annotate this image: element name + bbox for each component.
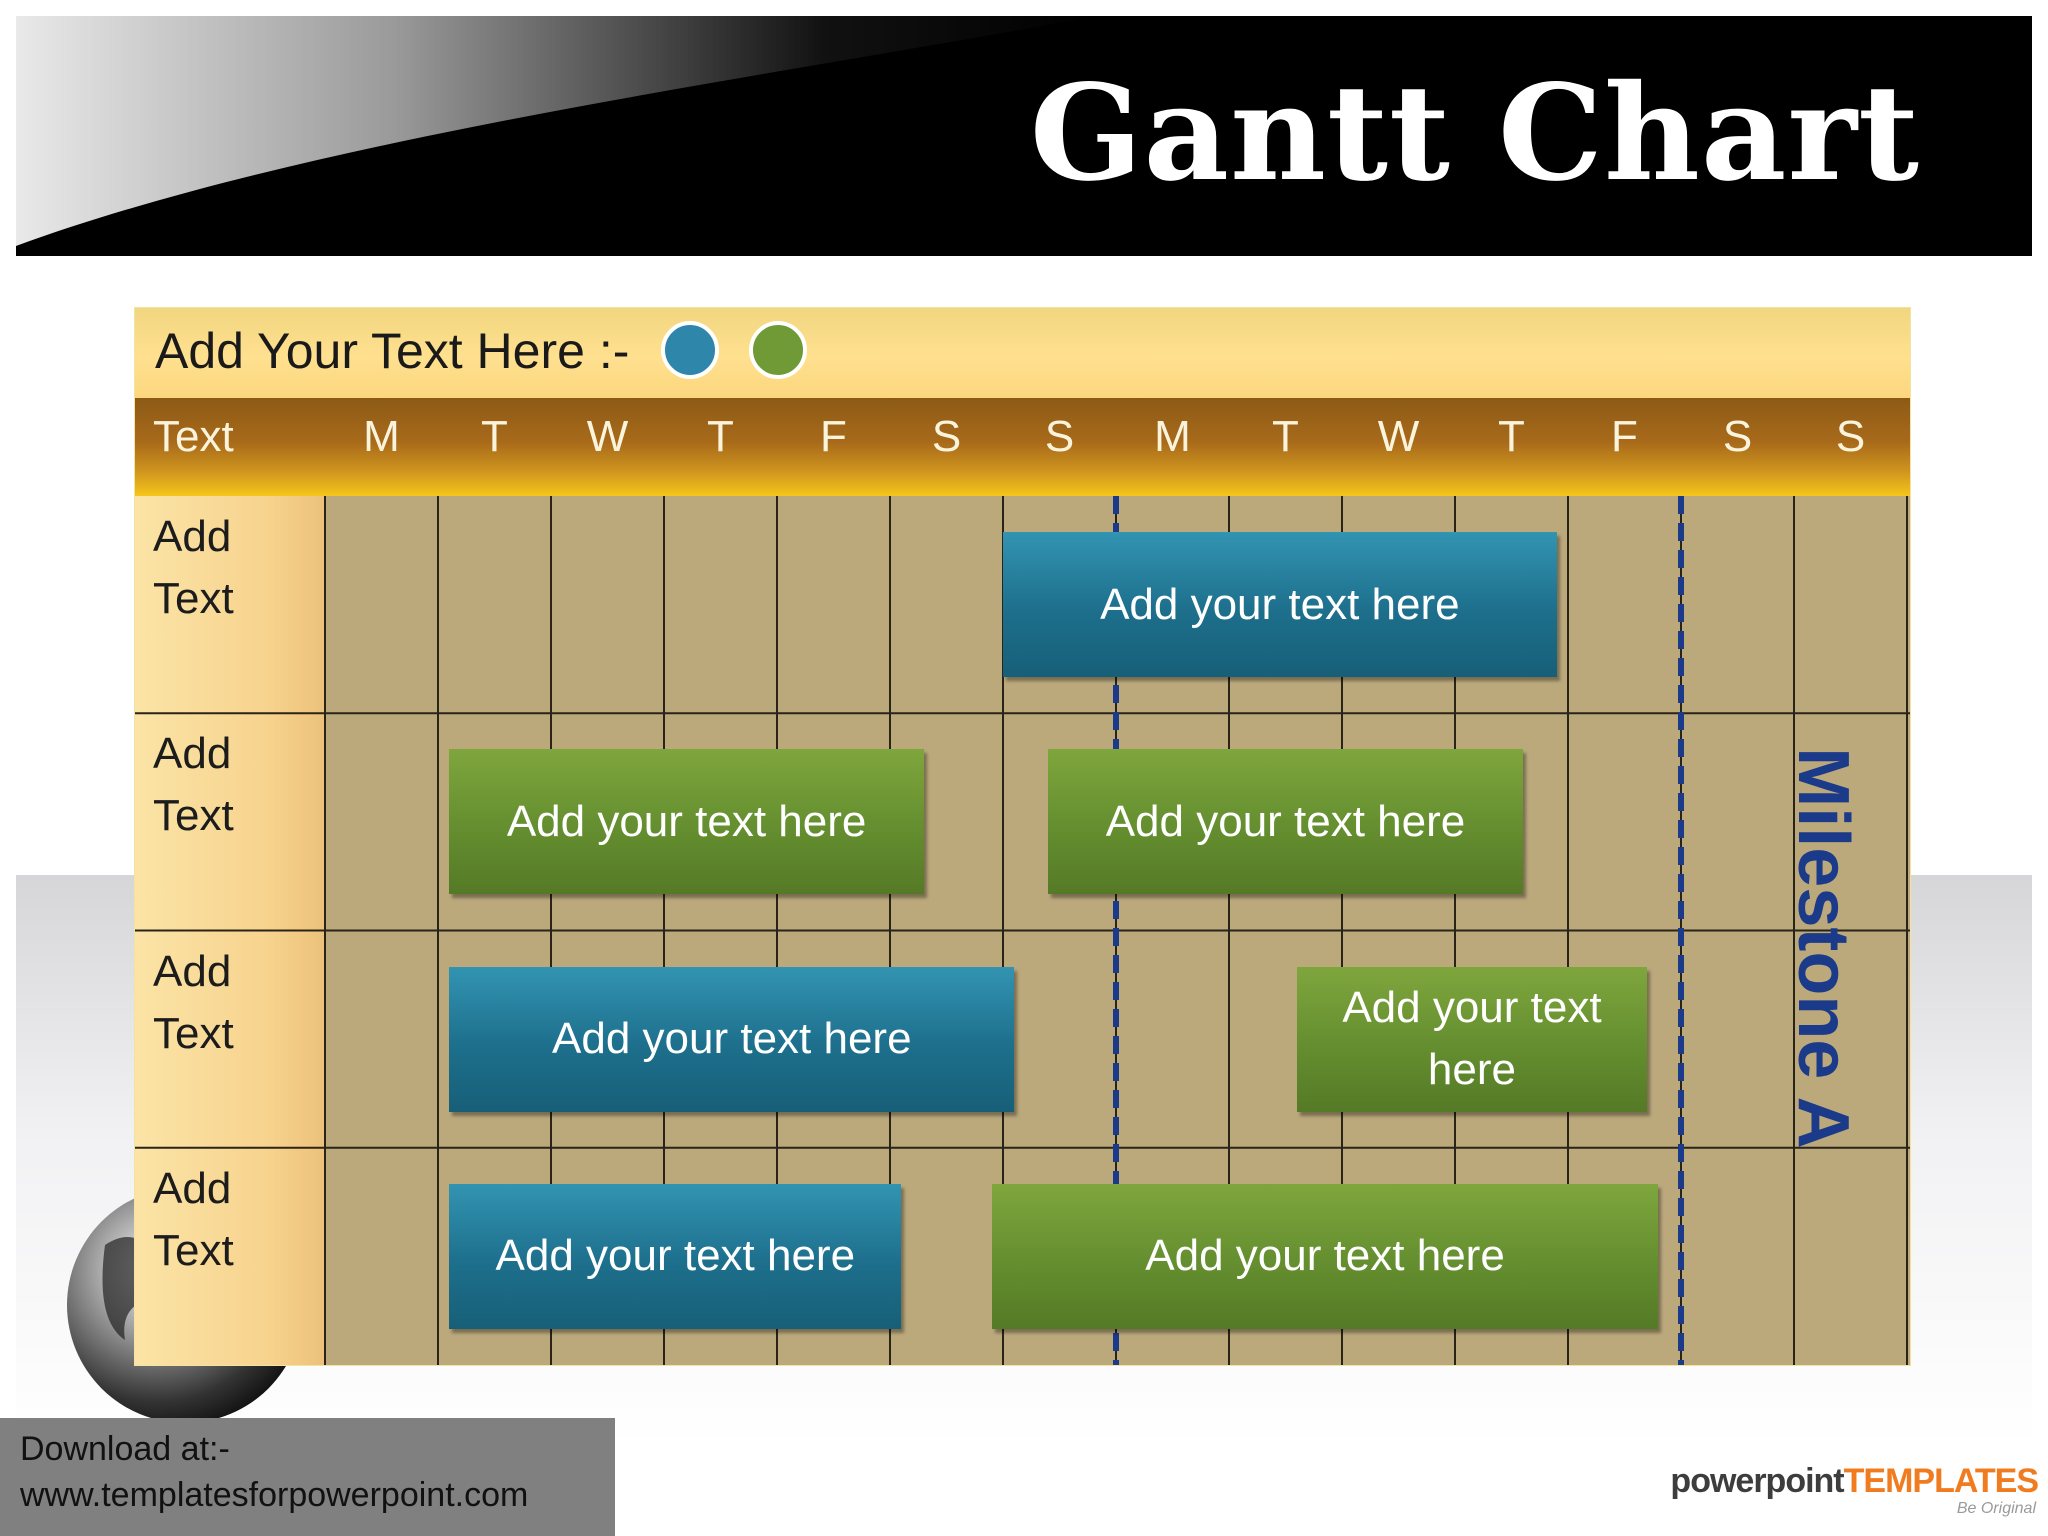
- row-label-2: Add Text: [153, 946, 234, 1058]
- brand-logo-part-b: TEMPLATES: [1843, 1462, 2039, 1500]
- row-label-3: Add Text: [153, 1163, 234, 1275]
- task-bar-0[interactable]: Add your text here: [1003, 532, 1557, 678]
- legend-dot-blue: [661, 321, 720, 379]
- task-bar-2[interactable]: Add your text here: [1048, 749, 1523, 895]
- brand-logo-part-a: powerpoint: [1670, 1462, 1844, 1500]
- day-header-2: W: [586, 412, 629, 461]
- banner-swoosh: [16, 16, 1096, 246]
- days-header: Text M T W T F S S M T W T F S S: [135, 398, 1910, 496]
- day-header-6: S: [1044, 412, 1075, 461]
- day-header-10: T: [1498, 412, 1525, 461]
- download-url[interactable]: www.templatesforpowerpoint.com: [20, 1476, 529, 1514]
- day-header-1: T: [481, 412, 508, 461]
- day-header-4: F: [820, 412, 847, 461]
- brand-tagline: Be Original: [1956, 1500, 2036, 1517]
- task-bar-4[interactable]: Add your text here: [1296, 966, 1648, 1112]
- download-label: Download at:-: [20, 1430, 230, 1468]
- gantt-panel: Add Your Text Here :- Text M T W T F S S M T W T F S…: [135, 308, 1910, 1365]
- row-label-0: Add Text: [153, 512, 234, 623]
- title-banner: Gantt Chart: [16, 16, 2032, 256]
- day-header-13: S: [1835, 412, 1866, 461]
- brand-logo: powerpointTEMPLATES: [1670, 1462, 2039, 1502]
- download-box: Download at:- www.templatesforpowerpoint…: [0, 1418, 615, 1536]
- day-header-0: M: [363, 412, 400, 461]
- legend-text: Add Your Text Here :-: [155, 323, 630, 379]
- day-header-5: S: [931, 412, 962, 461]
- task-bar-6[interactable]: Add your text here: [991, 1183, 1659, 1329]
- day-header-7: M: [1154, 412, 1191, 461]
- day-header-12: S: [1722, 412, 1753, 461]
- legend-bar: Add Your Text Here :-: [135, 308, 1910, 398]
- days-header-label: Text: [153, 412, 234, 461]
- day-header-3: T: [707, 412, 734, 461]
- day-header-11: F: [1611, 412, 1638, 461]
- page-title: Gantt Chart: [1029, 56, 1920, 211]
- day-header-9: W: [1377, 412, 1420, 461]
- row-label-1: Add Text: [153, 729, 234, 841]
- task-bar-3[interactable]: Add your text here: [449, 966, 1015, 1112]
- milestone-label: Milestone A: [1783, 747, 1863, 1149]
- task-bar-1[interactable]: Add your text here: [449, 749, 924, 895]
- task-bar-5[interactable]: Add your text here: [449, 1183, 902, 1329]
- day-header-8: T: [1272, 412, 1299, 461]
- legend-dot-green: [749, 321, 808, 379]
